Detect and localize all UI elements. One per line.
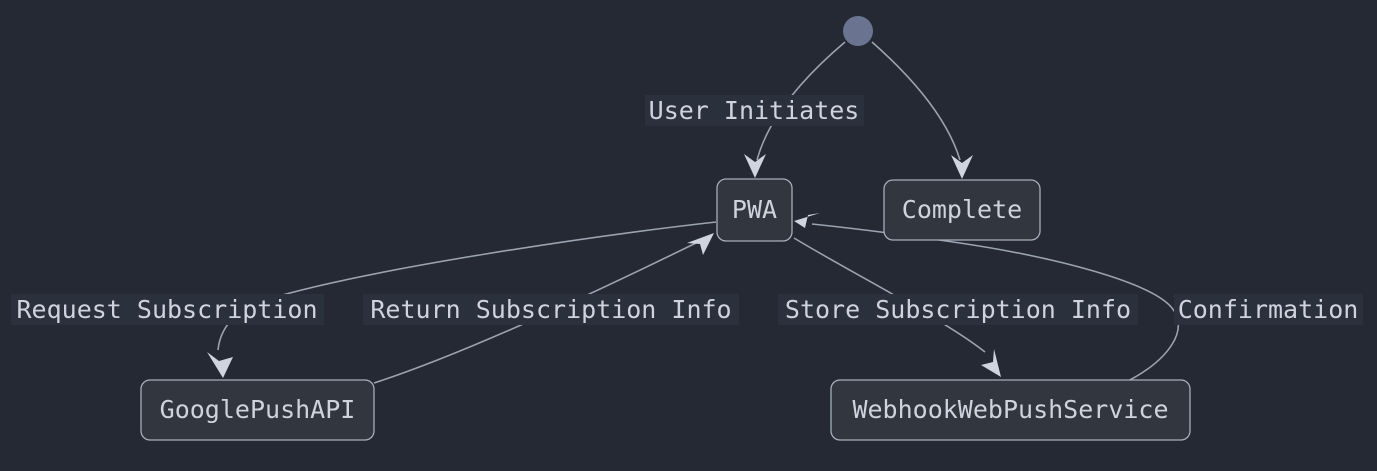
node-complete-rect	[883, 179, 1041, 241]
edge-label-text-return-subscription-info: Return Subscription Info	[370, 295, 731, 324]
edge-start-to-pwa[interactable]	[744, 41, 846, 178]
node-pwa-label: PWA	[732, 195, 777, 224]
node-webhookwebpushservice-label: WebhookWebPushService	[852, 395, 1168, 424]
arrowhead-webhookwebpushservice-to-pwa	[794, 213, 820, 228]
edge-label-return-subscription-info: Return Subscription Info	[363, 294, 739, 325]
node-googlepushapi-label: GooglePushAPI	[160, 395, 356, 424]
arrowhead-googlepushapi-to-pwa	[687, 233, 714, 255]
edge-label-bg-store-subscription-info	[778, 294, 1138, 325]
edge-path-start-to-pwa	[756, 41, 846, 161]
arrowhead-start-to-pwa	[744, 154, 766, 178]
edge-path-webhookwebpushservice-to-pwa	[811, 223, 1180, 382]
node-layer: PWA Complete GooglePushAPI WebhookWebPus…	[140, 16, 1191, 441]
node-start[interactable]	[843, 16, 873, 46]
edge-label-text-confirmation: Confirmation	[1178, 295, 1359, 324]
edge-label-store-subscription-info: Store Subscription Info	[778, 294, 1138, 325]
node-googlepushapi[interactable]: GooglePushAPI	[140, 379, 375, 441]
node-webhookwebpushservice-rect	[830, 379, 1191, 441]
edge-label-layer: User Initiates Request Subscription Retu…	[11, 95, 1363, 325]
edge-start-to-complete[interactable]	[871, 41, 973, 179]
node-webhookwebpushservice[interactable]: WebhookWebPushService	[830, 379, 1191, 441]
edge-label-confirmation: Confirmation	[1174, 294, 1363, 325]
edge-label-text-request-subscription: Request Subscription	[16, 295, 317, 324]
edge-label-text-store-subscription-info: Store Subscription Info	[785, 295, 1131, 324]
edge-label-bg-user-initiates	[645, 95, 864, 126]
edge-label-bg-confirmation	[1174, 294, 1363, 325]
arrowhead-start-to-complete	[951, 155, 973, 179]
node-pwa-rect	[716, 178, 793, 242]
edge-label-text-user-initiates: User Initiates	[649, 96, 860, 125]
edge-webhookwebpushservice-to-pwa[interactable]	[794, 213, 1180, 382]
arrowhead-pwa-to-googlepushapi	[207, 352, 233, 378]
arrowhead-pwa-to-webhookwebpushservice	[981, 349, 1001, 377]
edge-label-request-subscription: Request Subscription	[11, 294, 324, 325]
node-pwa[interactable]: PWA	[716, 178, 793, 242]
edge-label-bg-return-subscription-info	[363, 294, 739, 325]
edge-path-pwa-to-googlepushapi	[217, 221, 717, 351]
edge-path-start-to-complete	[871, 41, 961, 161]
node-googlepushapi-rect	[140, 379, 375, 441]
node-complete-label: Complete	[902, 195, 1022, 224]
node-complete[interactable]: Complete	[883, 179, 1041, 241]
edge-label-bg-request-subscription	[11, 294, 324, 325]
start-node-circle	[843, 16, 873, 46]
edge-label-user-initiates: User Initiates	[645, 95, 864, 126]
